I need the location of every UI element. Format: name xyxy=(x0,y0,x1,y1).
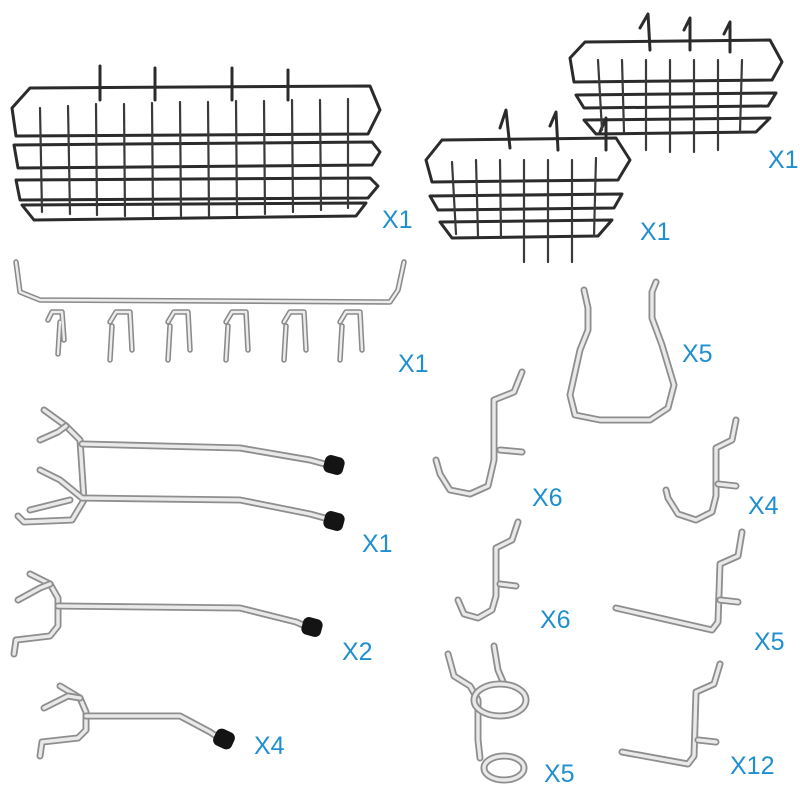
small-wire-basket-back xyxy=(568,12,784,154)
l-hook xyxy=(618,660,724,768)
angled-hook xyxy=(612,528,746,634)
qty-small-wire-basket-front: X1 xyxy=(640,218,671,246)
qty-handle-hook: X5 xyxy=(682,340,713,368)
straight-hook-long xyxy=(10,570,323,658)
qty-j-hook-medium: X6 xyxy=(540,606,571,634)
double-prong-hook xyxy=(14,406,345,531)
straight-hook-short xyxy=(36,682,235,760)
qty-small-wire-basket-back: X1 xyxy=(768,146,799,174)
j-hook-medium xyxy=(454,518,522,622)
qty-multi-hook-rack: X1 xyxy=(398,350,429,378)
qty-straight-hook-short: X4 xyxy=(254,732,285,760)
qty-straight-hook-long: X2 xyxy=(342,638,373,666)
j-hook-large xyxy=(432,368,526,498)
handle-hook xyxy=(566,278,678,424)
j-hook-small xyxy=(662,416,740,524)
qty-ring-hook: X5 xyxy=(544,760,575,788)
ring-hook xyxy=(444,642,530,784)
multi-hook-rack xyxy=(13,259,407,363)
qty-j-hook-large: X6 xyxy=(532,484,563,512)
qty-l-hook: X12 xyxy=(730,752,774,780)
qty-angled-hook: X5 xyxy=(754,628,785,656)
qty-large-wire-basket: X1 xyxy=(382,206,413,234)
qty-j-hook-small: X4 xyxy=(748,492,779,520)
large-wire-basket xyxy=(10,64,382,222)
small-wire-basket-front xyxy=(424,108,632,264)
qty-double-prong-hook: X1 xyxy=(362,530,393,558)
